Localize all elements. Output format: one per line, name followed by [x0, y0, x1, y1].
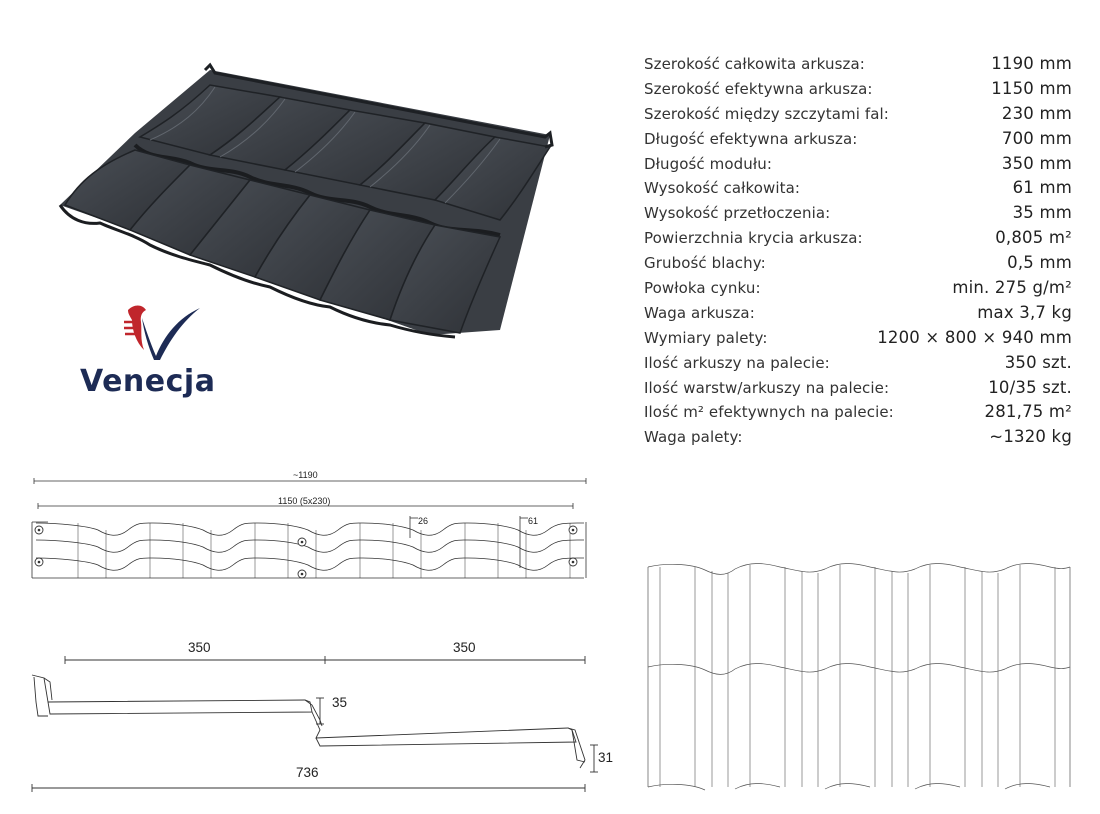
spec-label: Wysokość przetłoczenia: — [644, 204, 831, 223]
spec-label: Powłoka cynku: — [644, 279, 761, 298]
brand-logo-text: Venecja — [80, 364, 216, 399]
spec-label: Ilość arkuszy na palecie: — [644, 353, 830, 372]
spec-row: Wymiary palety: 1200 × 800 × 940 mm — [644, 326, 1072, 351]
spec-value: 230 mm — [1001, 103, 1072, 123]
spec-label: Długość modułu: — [644, 154, 772, 173]
spec-value: 35 mm — [1012, 203, 1072, 223]
spec-row: Szerokość efektywna arkusza: 1150 mm — [644, 77, 1072, 102]
spec-label: Grubość blachy: — [644, 254, 766, 273]
spec-row: Ilość m² efektywnych na palecie: 281,75 m… — [644, 400, 1072, 425]
total-width-dimension: ~1190 — [293, 470, 318, 480]
spec-value: 350 szt. — [1004, 352, 1072, 372]
spec-value: 350 mm — [1001, 153, 1072, 173]
spec-label: Szerokość całkowita arkusza: — [644, 55, 865, 73]
spec-row: Waga palety: ~1320 kg — [644, 425, 1072, 450]
spec-row: Powierzchnia krycia arkusza: 0,805 m² — [644, 226, 1072, 251]
spec-row: Szerokość między szczytami fal: 230 mm — [644, 102, 1072, 127]
front-elevation-drawing — [647, 563, 1071, 791]
spec-value: 61 mm — [1012, 178, 1072, 198]
spec-row: Powłoka cynku: min. 275 g/m² — [644, 276, 1072, 301]
end-height-dimension: 31 — [598, 750, 614, 765]
spec-value: 0,805 m² — [995, 228, 1072, 248]
dimension-26: 26 — [418, 516, 429, 526]
spec-row: Szerokość całkowita arkusza: 1190 mm — [644, 52, 1072, 77]
spec-row: Ilość warstw/arkuszy na palecie: 10/35 sz… — [644, 376, 1072, 401]
spec-value: 281,75 m² — [984, 402, 1072, 422]
module-length-left: 350 — [188, 640, 211, 655]
step-height-dimension: 35 — [332, 695, 348, 710]
spec-label: Waga arkusza: — [644, 303, 755, 322]
spec-label: Szerokość między szczytami fal: — [644, 104, 889, 123]
spec-label: Waga palety: — [644, 428, 743, 447]
spec-value: 1150 mm — [991, 78, 1072, 98]
profile-cross-section-drawing — [31, 478, 587, 579]
spec-value: 1200 × 800 × 940 mm — [877, 327, 1072, 347]
spec-value: 0,5 mm — [1007, 253, 1072, 273]
spec-row: Waga arkusza: max 3,7 kg — [644, 301, 1072, 326]
spec-row: Wysokość całkowita: 61 mm — [644, 176, 1072, 201]
spec-label: Długość efektywna arkusza: — [644, 129, 858, 148]
total-length-dimension: 736 — [296, 765, 319, 780]
spec-label: Wysokość całkowita: — [644, 179, 801, 198]
spec-row: Ilość arkuszy na palecie: 350 szt. — [644, 351, 1072, 376]
spec-value: 10/35 szt. — [988, 377, 1072, 397]
spec-row: Długość modułu: 350 mm — [644, 152, 1072, 177]
roof-sheet-illustration — [58, 62, 554, 339]
spec-label: Ilość warstw/arkuszy na palecie: — [644, 378, 890, 397]
spec-row: Długość efektywna arkusza: 700 mm — [644, 127, 1072, 152]
venecja-logo-icon — [124, 305, 200, 360]
spec-value: min. 275 g/m² — [952, 278, 1072, 298]
spec-label: Szerokość efektywna arkusza: — [644, 79, 873, 98]
spec-value: 1190 mm — [991, 54, 1072, 73]
spec-label: Powierzchnia krycia arkusza: — [644, 229, 863, 248]
spec-label: Ilość m² efektywnych na palecie: — [644, 403, 894, 422]
spec-value: max 3,7 kg — [977, 302, 1072, 322]
spec-row: Wysokość przetłoczenia: 35 mm — [644, 201, 1072, 226]
spec-value: 700 mm — [1001, 128, 1072, 148]
dimension-61: 61 — [528, 516, 539, 526]
spec-value: ~1320 kg — [989, 427, 1072, 447]
module-length-right: 350 — [453, 640, 476, 655]
spec-row: Grubość blachy: 0,5 mm — [644, 251, 1072, 276]
spec-label: Wymiary palety: — [644, 328, 768, 347]
side-section-drawing — [31, 656, 598, 792]
effective-width-dimension: 1150 (5x230) — [278, 496, 331, 506]
